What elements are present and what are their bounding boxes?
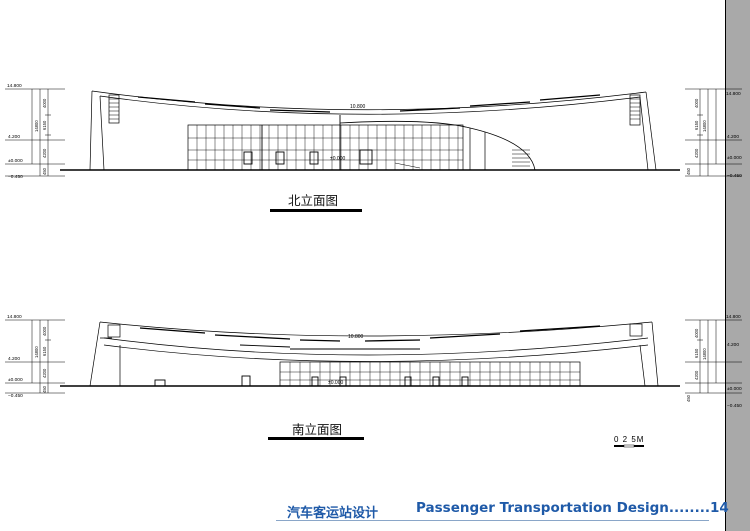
south-roof-lower: [103, 344, 649, 362]
south-right-dim-2: 6150: [694, 348, 699, 358]
north-right-level-1: 14.800: [726, 91, 741, 97]
north-left-stair: [108, 94, 120, 124]
north-left-wall: [89, 90, 105, 171]
south-left-level-4: −0.450: [8, 393, 23, 399]
scale-bar-label: 0 2 5M: [614, 435, 644, 444]
north-doors: [243, 149, 373, 165]
north-left-level-3: ±0.000: [8, 158, 23, 164]
south-roof-slats: [139, 325, 601, 350]
north-right-stair: [629, 94, 641, 126]
south-right-dim-1: 4000: [694, 328, 699, 338]
south-right-dimensions: [685, 319, 742, 394]
footer-title-en: Passenger Transportation Design........1…: [416, 500, 729, 516]
north-roof-inner: [99, 95, 641, 115]
south-left-dim-3: 14800: [34, 346, 39, 358]
south-elevation: [60, 321, 680, 387]
north-left-dimensions: [5, 88, 65, 177]
north-roof-elevation-label: 10.800: [350, 104, 366, 110]
north-left-level-1: 14.800: [7, 83, 22, 89]
north-elevation: [60, 90, 680, 171]
south-left-level-2: 4.200: [8, 356, 20, 362]
south-left-wall: [89, 321, 121, 387]
footer-title-cn: 汽车客运站设计: [287, 506, 379, 521]
south-left-stair: [107, 324, 121, 338]
north-curtain-wall: [187, 124, 464, 171]
south-right-level-2: 4.200: [727, 342, 739, 348]
scale-bar: 0 2 5M: [614, 435, 644, 448]
north-canopy-curve: [339, 120, 536, 171]
south-title-underline: [268, 437, 364, 440]
north-right-dim-2: 6150: [694, 120, 699, 130]
north-right-dim-5: 450: [686, 167, 691, 175]
south-right-dim-5: 450: [686, 394, 691, 402]
north-right-dimensions: [685, 88, 742, 177]
north-left-dim-2: 6150: [42, 120, 47, 130]
north-steps: [512, 149, 530, 167]
north-right-dim-4: 4200: [694, 148, 699, 158]
south-left-dim-1: 4000: [42, 326, 47, 336]
south-right-level-4: −0.450: [727, 403, 742, 409]
north-floor-elevation-label: ±0.000: [330, 156, 345, 162]
north-left-dim-4: 4200: [42, 148, 47, 158]
north-right-level-3: ±0.000: [727, 155, 742, 161]
north-right-level-4: −0.450: [727, 173, 742, 179]
north-right-dim-3: 14800: [702, 120, 707, 132]
south-right-level-3: ±0.000: [727, 386, 742, 392]
north-right-wall: [639, 91, 657, 171]
north-title-underline: [270, 209, 362, 212]
north-roof-slats: [137, 94, 601, 113]
north-right-dim-1: 4000: [694, 98, 699, 108]
south-roof-outline: [99, 321, 653, 337]
north-left-level-2: 4.200: [8, 134, 20, 140]
south-floor-elevation-label: ±0.000: [328, 380, 343, 386]
south-left-level-1: 14.800: [7, 314, 22, 320]
south-roof-inner: [103, 337, 649, 356]
south-doors: [154, 375, 469, 387]
south-elevation-title: 南立面图: [292, 422, 343, 437]
north-mullions: [188, 125, 463, 170]
south-left-dimensions: [5, 319, 65, 394]
north-left-dim-1: 4000: [42, 98, 47, 108]
north-left-level-4: −0.450: [8, 174, 23, 180]
right-margin-strip: [726, 0, 750, 531]
north-right-level-2: 4.200: [727, 134, 739, 140]
south-left-level-3: ±0.000: [8, 377, 23, 383]
south-roof-elevation-label: 10.800: [348, 334, 364, 340]
south-right-dim-4: 4200: [694, 370, 699, 380]
south-right-wall: [639, 321, 659, 387]
south-mullions: [280, 362, 580, 386]
south-right-level-1: 14.800: [726, 314, 741, 320]
footer-rule: [276, 520, 709, 521]
south-right-stair: [629, 323, 643, 337]
north-left-dim-5: 450: [42, 167, 47, 175]
south-left-dim-2: 6150: [42, 346, 47, 356]
south-left-dim-5: 450: [42, 385, 47, 393]
north-elevation-title: 北立面图: [288, 193, 339, 208]
north-left-dim-3: 14800: [34, 120, 39, 132]
south-left-dim-4: 4200: [42, 368, 47, 378]
south-right-dim-3: 14800: [702, 348, 707, 360]
